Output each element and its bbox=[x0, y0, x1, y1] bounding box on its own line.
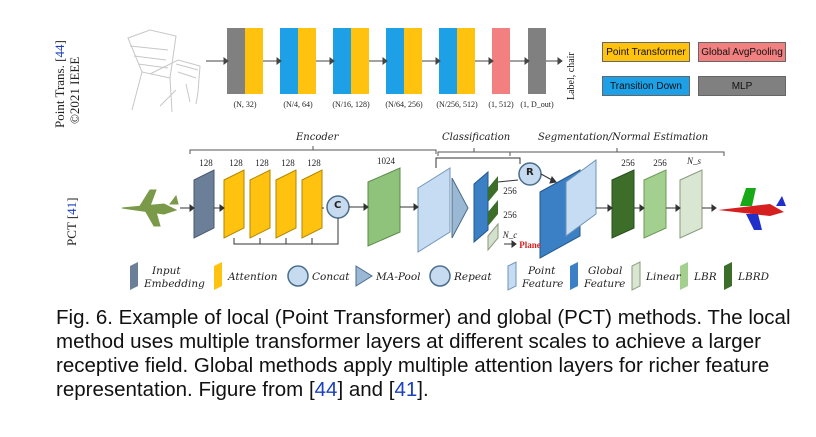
repeat-symbol: R bbox=[526, 167, 534, 178]
encoder-dim: 128 bbox=[229, 158, 243, 168]
encoder-dim: 128 bbox=[255, 158, 269, 168]
seg-lbrd bbox=[611, 169, 635, 239]
section-encoder: Encoder bbox=[296, 132, 339, 143]
point-transformer-block bbox=[298, 28, 316, 94]
legend-global-feature-icon bbox=[570, 262, 578, 290]
legend-lbr-label: LBR bbox=[694, 271, 717, 283]
figure: Point Trans. [44] ©2021 IEEE PCT [41] bbox=[52, 28, 786, 291]
transition-down-block bbox=[333, 28, 351, 94]
plane-label: Plane bbox=[519, 240, 541, 250]
legend-attention-icon bbox=[214, 262, 222, 290]
point-transformer-block bbox=[404, 28, 422, 94]
dim-label: (1, D_out) bbox=[520, 100, 554, 109]
dim-label: (N/256, 512) bbox=[436, 100, 478, 109]
pct-arrows bbox=[180, 157, 717, 248]
section-segmentation: Segmentation/Normal Estimation bbox=[538, 132, 709, 143]
legend-mlp: MLP bbox=[698, 76, 786, 96]
transition-down-block bbox=[386, 28, 404, 94]
dim-label: (N, 32) bbox=[233, 100, 257, 109]
dim-label: (N/16, 128) bbox=[332, 100, 370, 109]
legend-lbrd-label: LBRD bbox=[738, 271, 770, 283]
legend-repeat-icon bbox=[429, 265, 451, 287]
legend-ma-pool-icon bbox=[355, 265, 373, 287]
lbr-1024-block bbox=[367, 167, 401, 247]
legend-global-avgpooling: Global AvgPooling bbox=[698, 42, 786, 62]
airplane-point-cloud bbox=[121, 189, 179, 227]
dim-label: (N/4, 64) bbox=[283, 100, 313, 109]
output-label: Label, chair bbox=[566, 52, 577, 100]
mlp-output-block bbox=[528, 28, 546, 94]
legend-lbrd-icon bbox=[724, 262, 732, 290]
transition-down-block bbox=[280, 28, 298, 94]
encoder-dim: 128 bbox=[307, 158, 321, 168]
attention-block-4 bbox=[301, 169, 323, 239]
seg-point-feature bbox=[565, 159, 597, 237]
attention-block-3 bbox=[275, 169, 297, 239]
chair-point-cloud bbox=[127, 29, 201, 113]
encoder-dim: 128 bbox=[281, 158, 295, 168]
segmentation-dim: 256 bbox=[653, 158, 667, 168]
concat-symbol: C bbox=[334, 200, 342, 211]
segmented-airplane-point-cloud bbox=[718, 188, 786, 230]
pt-layer-5 bbox=[439, 28, 475, 94]
dim-label: (N/64, 256) bbox=[385, 100, 423, 109]
legend-linear-icon bbox=[631, 261, 641, 291]
legend-concat-icon bbox=[287, 265, 309, 287]
global-feature-block bbox=[473, 170, 489, 244]
cls-linear bbox=[487, 222, 499, 252]
segmentation-dim: N_s bbox=[686, 156, 702, 166]
pt-layer-3 bbox=[333, 28, 369, 94]
classification-dim: 256 bbox=[503, 186, 517, 196]
legend-attention-label: Attention bbox=[228, 271, 278, 283]
ma-pool-block bbox=[451, 177, 469, 239]
classification-dim: 256 bbox=[503, 210, 517, 220]
pt-layer-1 bbox=[227, 28, 263, 94]
citation-44-link[interactable]: 44 bbox=[314, 378, 338, 401]
point-transformer-block bbox=[245, 28, 263, 94]
cls-lbrd-2 bbox=[488, 200, 498, 226]
transition-down-block bbox=[439, 28, 457, 94]
point-transformer-diagram bbox=[121, 28, 786, 291]
section-classification: Classification bbox=[442, 132, 511, 143]
encoder-dim: 128 bbox=[199, 158, 213, 168]
pt-layer-2 bbox=[280, 28, 316, 94]
citation-41-link[interactable]: 41 bbox=[394, 378, 418, 401]
point-transformer-block bbox=[457, 28, 475, 94]
cls-lbrd-1 bbox=[488, 176, 498, 202]
mlp-block bbox=[227, 28, 245, 94]
point-feature-block bbox=[417, 167, 451, 253]
legend-point-transformer: Point Transformer bbox=[602, 42, 690, 62]
attention-block-2 bbox=[249, 169, 271, 239]
legend-linear-label: Linear bbox=[646, 271, 681, 283]
section-braces bbox=[189, 146, 725, 156]
classification-dim: N_c bbox=[502, 230, 518, 240]
legend-point-feature-icon bbox=[507, 261, 517, 291]
pt-arrows bbox=[206, 57, 563, 65]
segmentation-dim: 256 bbox=[621, 158, 635, 168]
seg-linear bbox=[679, 169, 703, 239]
encoder-dim: 1024 bbox=[377, 156, 395, 166]
pt-layer-4 bbox=[386, 28, 422, 94]
legend-ma-pool-label: MA-Pool bbox=[376, 271, 421, 283]
global-avgpooling-block bbox=[492, 28, 510, 94]
legend-input-embedding-icon bbox=[130, 262, 138, 290]
legend-lbr-icon bbox=[680, 262, 688, 290]
attention-block-1 bbox=[223, 169, 245, 239]
input-embedding-block bbox=[193, 169, 215, 239]
legend-transition-down: Transition Down bbox=[602, 76, 690, 96]
dim-label: (1, 512) bbox=[488, 100, 514, 109]
legend-concat-label: Concat bbox=[312, 271, 350, 283]
legend-repeat-label: Repeat bbox=[454, 271, 492, 283]
point-transformer-block bbox=[351, 28, 369, 94]
figure-caption: Fig. 6. Example of local (Point Transfor… bbox=[56, 306, 797, 401]
seg-lbr bbox=[643, 169, 667, 239]
